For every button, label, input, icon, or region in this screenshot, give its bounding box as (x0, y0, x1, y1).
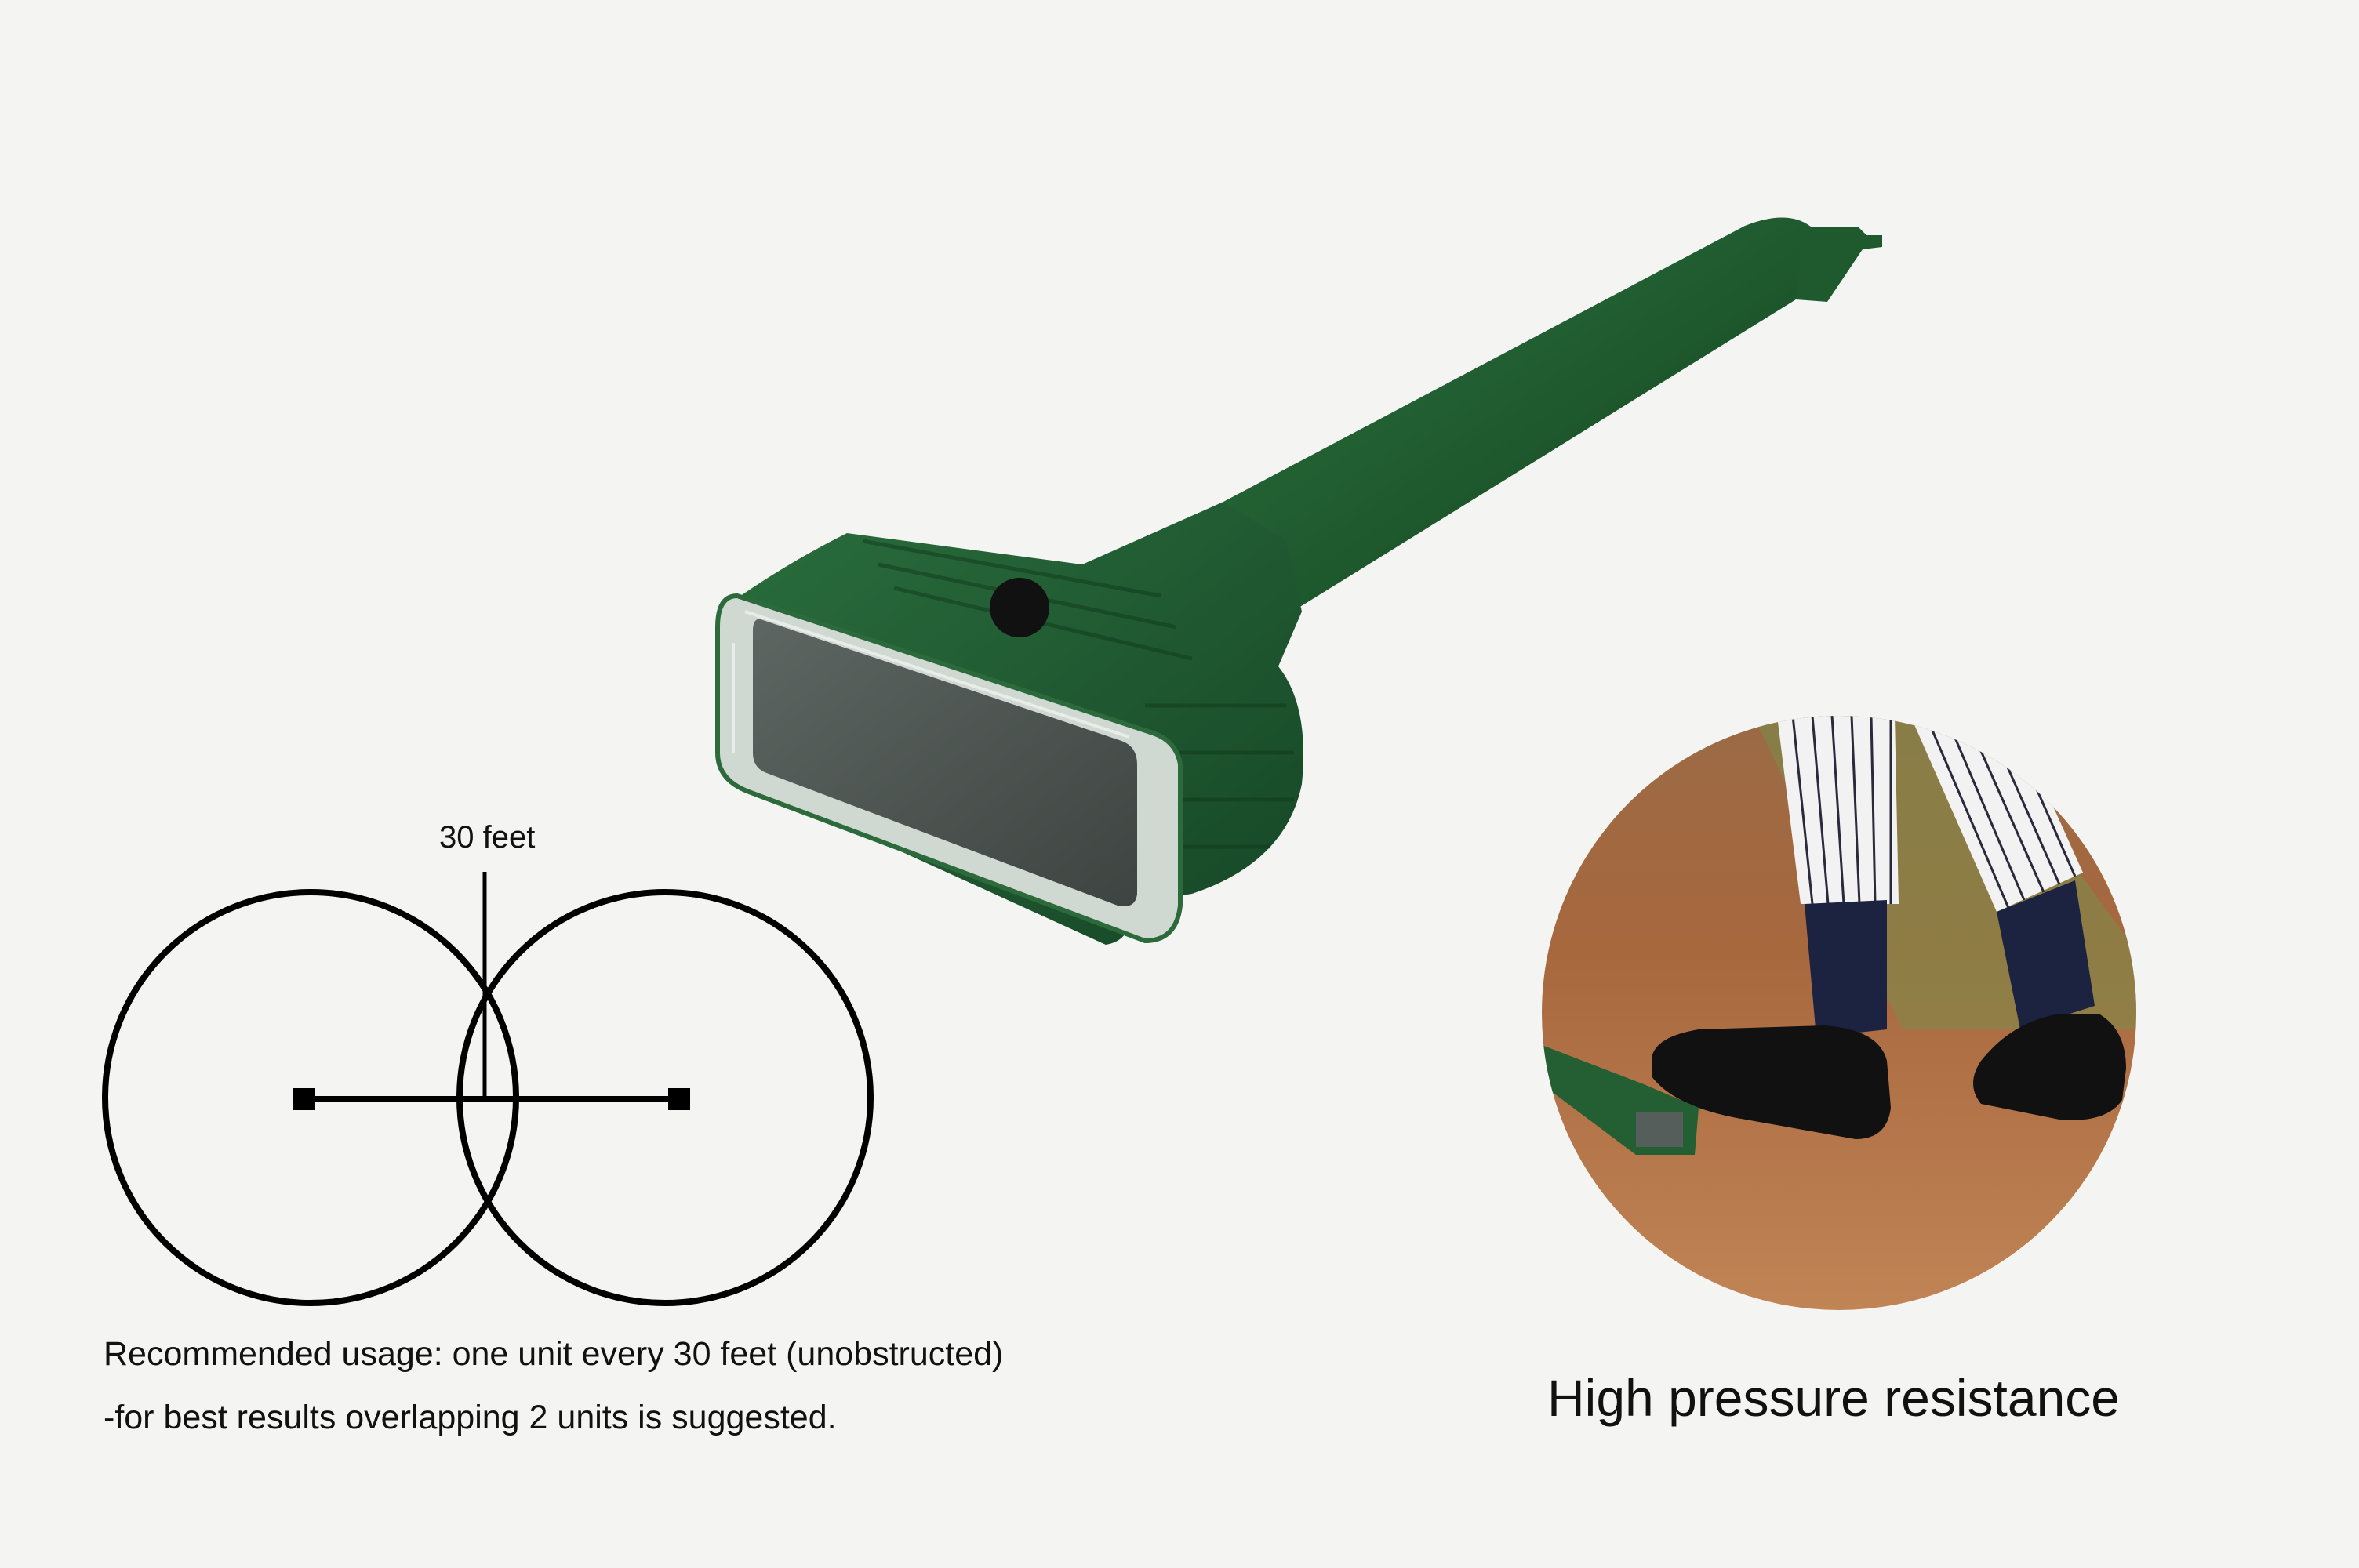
shoe-left (1652, 1025, 1891, 1139)
photo-caption: High pressure resistance (1547, 1369, 2120, 1427)
shoe-right (1973, 1014, 2126, 1120)
stake-panel-under-foot (1636, 1112, 1683, 1147)
solar-panel (753, 619, 1137, 906)
usage-text-line-2: -for best results overlapping 2 units is… (104, 1399, 837, 1436)
unit-marker-right (668, 1088, 690, 1110)
sock-left (1805, 900, 1887, 1037)
pinstripe-pants (1777, 716, 2083, 912)
lens-highlights (732, 610, 1130, 753)
pressure-photo (1542, 716, 2136, 1310)
stake-tip (1796, 227, 1882, 302)
distance-label: 30 feet (439, 820, 536, 855)
usage-text-line-1: Recommended usage: one unit every 30 fee… (104, 1335, 1004, 1373)
stake-tube (1223, 217, 1826, 615)
power-button (990, 578, 1049, 637)
unit-marker-left (293, 1088, 315, 1110)
sock-right (1997, 880, 2095, 1029)
